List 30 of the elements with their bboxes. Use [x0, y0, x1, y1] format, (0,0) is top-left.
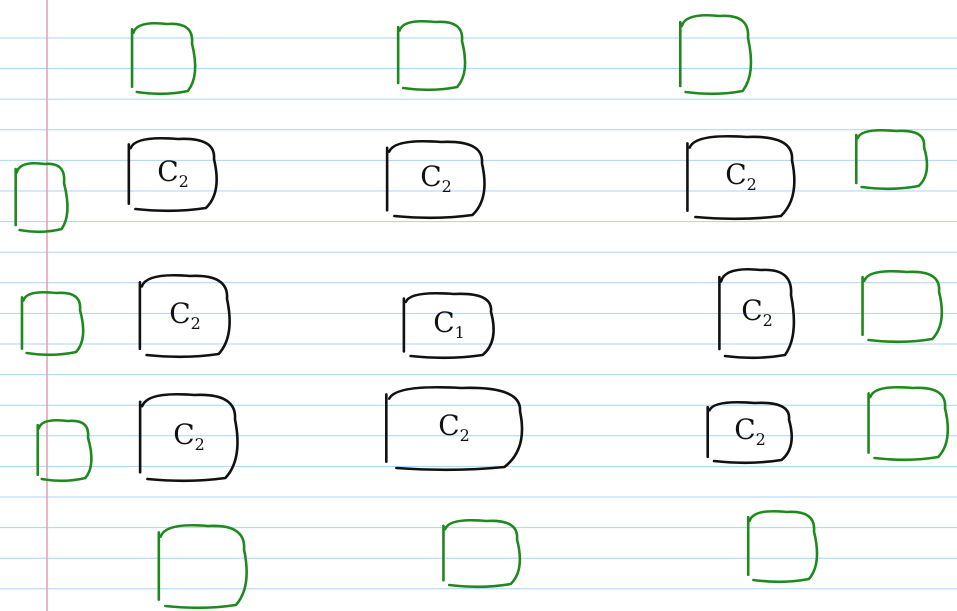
box-label: C$_{2}$ [734, 416, 766, 448]
sketched-box [441, 519, 523, 587]
sketched-box [746, 510, 820, 582]
sketched-box [137, 393, 241, 481]
sketched-box [860, 270, 945, 342]
sketched-box [36, 419, 94, 481]
sketched-box [866, 386, 951, 460]
sketched-box [705, 401, 795, 463]
box-label: C$_{2}$ [725, 161, 757, 193]
box-label: C$_{2}$ [420, 163, 452, 195]
sketched-box [130, 22, 198, 94]
sketched-box [156, 524, 250, 608]
sketched-box [382, 386, 526, 470]
sketched-box [384, 140, 488, 218]
box-label: C$_{1}$ [433, 309, 465, 341]
sketched-box [401, 292, 497, 358]
sketched-box [137, 274, 233, 357]
box-label: C$_{2}$ [169, 300, 201, 332]
sketched-box [14, 162, 70, 232]
sketched-box [678, 14, 754, 94]
sketched-box [717, 268, 797, 358]
box-label: C$_{2}$ [173, 421, 205, 453]
sketched-box [854, 129, 930, 189]
box-label: C$_{2}$ [438, 412, 470, 444]
sketched-box [684, 135, 798, 219]
sketched-box [20, 291, 86, 355]
box-label: C$_{2}$ [741, 297, 773, 329]
box-label: C$_{2}$ [157, 158, 189, 190]
sketched-box [126, 137, 220, 211]
sketched-box [396, 20, 468, 90]
